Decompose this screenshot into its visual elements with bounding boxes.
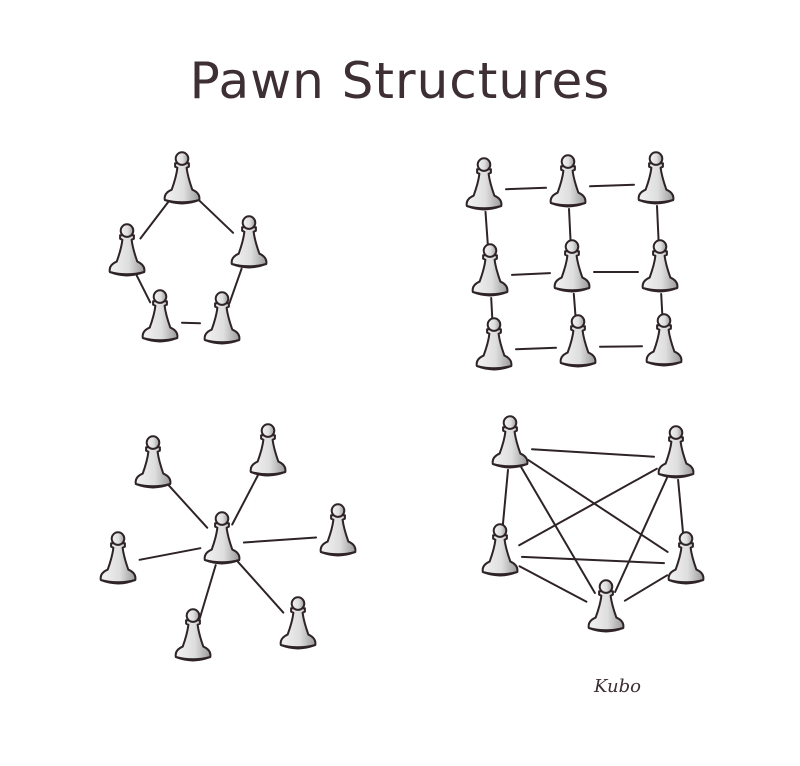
complete-connection-9 (623, 574, 669, 602)
complete-connection-8 (518, 565, 588, 603)
complete-connection-1 (501, 468, 509, 536)
ring-connection-0 (139, 200, 170, 240)
comic-title: Pawn Structures (189, 52, 611, 110)
star-pawn-icon-2 (249, 423, 287, 477)
grid-pawn-icon-1 (549, 154, 587, 208)
grid-connection-4 (515, 346, 557, 351)
grid-pawn-icon-6 (475, 317, 513, 371)
complete-connection-3 (520, 466, 596, 594)
complete-pawn-icon-3 (667, 531, 705, 585)
grid-pawn-icon-8 (645, 313, 683, 367)
star-pawn-icon-4 (99, 531, 137, 585)
ring-connection-3 (228, 267, 243, 305)
star-connection-5 (235, 559, 285, 614)
complete-pawn-icon-0 (491, 415, 529, 469)
complete-connection-7 (521, 555, 665, 565)
grid-pawn-icon-3 (471, 243, 509, 297)
ring-pawn-icon-1 (108, 223, 146, 277)
complete-connection-4 (518, 467, 658, 547)
ring-connection-2 (135, 274, 152, 304)
grid-connection-2 (511, 272, 551, 276)
star-pawn-icon-6 (279, 596, 317, 650)
ring-pawn-icon-4 (203, 291, 241, 345)
grid-pawn-icon-4 (553, 239, 591, 293)
complete-connection-2 (527, 459, 669, 553)
star-connection-1 (231, 474, 259, 526)
star-connection-4 (198, 564, 217, 621)
star-pawn-icon-5 (174, 608, 212, 662)
grid-pawn-icon-7 (559, 314, 597, 368)
complete-connection-5 (677, 478, 685, 544)
artist-signature: Kubo (594, 676, 642, 697)
grid-pawn-icon-0 (465, 157, 503, 211)
star-pawn-icon-0 (203, 511, 241, 565)
complete-pawn-icon-2 (481, 523, 519, 577)
star-pawn-icon-1 (134, 435, 172, 489)
star-connection-0 (166, 483, 209, 529)
grid-connection-1 (589, 183, 635, 188)
star-connection-2 (242, 536, 318, 544)
star-pawn-icon-3 (319, 503, 357, 557)
grid-pawn-icon-2 (637, 151, 675, 205)
ring-pawn-icon-0 (163, 151, 201, 205)
grid-pawn-icon-5 (641, 239, 679, 293)
complete-pawn-icon-1 (657, 425, 695, 479)
ring-pawn-icon-3 (141, 289, 179, 343)
complete-connection-6 (614, 477, 668, 593)
star-connection-3 (138, 547, 202, 561)
grid-connection-0 (505, 186, 547, 191)
complete-connection-0 (531, 448, 655, 458)
ring-pawn-icon-2 (230, 215, 268, 269)
ring-connection-4 (181, 321, 201, 325)
complete-pawn-icon-4 (587, 579, 625, 633)
ring-connection-1 (196, 198, 235, 234)
